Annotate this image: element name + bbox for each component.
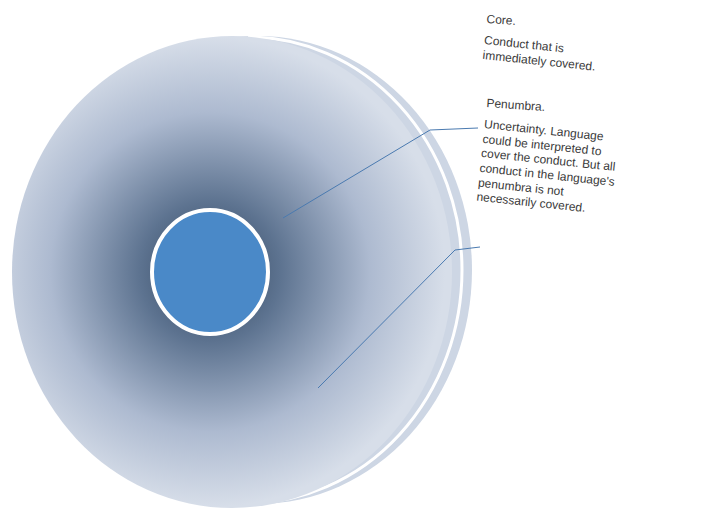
leader-line (318, 247, 480, 388)
part-heading: Penumbra. (486, 96, 607, 119)
penumbra-disc (12, 36, 452, 508)
part-note: Conduct that is immediately covered. (482, 33, 612, 75)
leader-line (283, 128, 478, 218)
core-circle (152, 210, 268, 334)
part-heading: Core. (486, 12, 607, 35)
part-note: Uncertainty. Language could be interpret… (476, 117, 626, 219)
